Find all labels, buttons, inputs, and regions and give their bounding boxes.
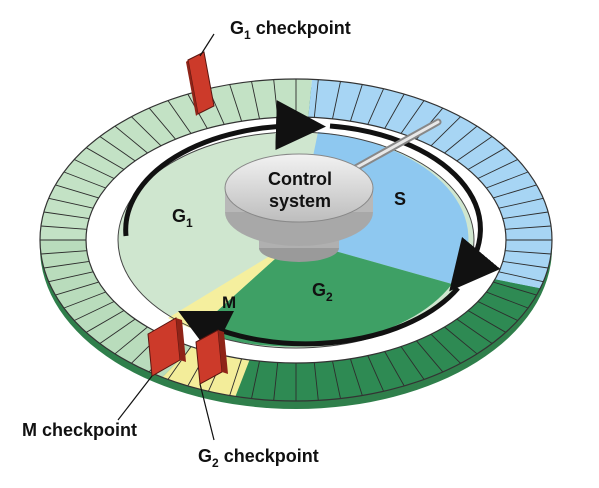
ring-tick — [99, 318, 136, 344]
control-label-line2: system — [269, 191, 331, 211]
ring-tick — [444, 125, 478, 154]
ring-tick — [502, 211, 549, 220]
ring-tick — [48, 271, 94, 283]
cycle-arrows — [123, 100, 501, 356]
ring-tick — [63, 171, 106, 189]
ring-tick — [430, 116, 461, 147]
ring-tick — [486, 291, 529, 309]
ring-ticks — [40, 79, 552, 401]
ring-tick — [63, 291, 106, 309]
ring-tick — [349, 84, 363, 122]
ring-tick — [74, 159, 115, 179]
ring-tick — [86, 147, 125, 170]
ring-tick — [332, 81, 341, 119]
phase-label-m: M — [222, 293, 236, 312]
ring-tick — [400, 346, 425, 380]
ring-tick — [467, 310, 506, 333]
ring-tick — [456, 318, 493, 344]
ring-tick — [114, 326, 148, 355]
g1-checkpoint-label: G1 checkpoint — [230, 18, 351, 42]
ring-tick — [40, 250, 87, 255]
ring-tick — [498, 197, 544, 209]
ring-tick — [505, 250, 552, 255]
ring-tick — [229, 84, 243, 122]
ring-tick — [55, 184, 99, 199]
ring-tick — [384, 93, 405, 129]
ring-tick — [86, 310, 125, 333]
sector-g2 — [196, 240, 452, 347]
ring-tick — [114, 125, 148, 154]
control-label-line1: Control — [268, 169, 332, 189]
ring-tick — [456, 136, 493, 162]
ring-tick — [55, 281, 99, 296]
ring-tick — [444, 326, 478, 355]
ring-tick — [40, 225, 87, 230]
ring-tick — [477, 301, 518, 321]
ring-tick — [99, 136, 136, 162]
ring-tick — [493, 281, 537, 296]
ring-tick — [416, 340, 444, 373]
m-checkpoint-gate — [117, 317, 186, 421]
g2-checkpoint-gate — [195, 329, 228, 441]
ring-tick — [400, 100, 425, 134]
ring-tick — [332, 361, 341, 399]
ring-tick — [486, 171, 529, 189]
g2-checkpoint-label: G2 checkpoint — [198, 446, 319, 470]
g1-checkpoint-gate — [186, 33, 215, 116]
ring-tick — [148, 107, 176, 140]
ring-tick — [48, 197, 94, 209]
ring-tick — [367, 88, 385, 125]
ring-tick — [43, 260, 90, 269]
ring-tick — [229, 358, 243, 396]
ring-tick — [498, 271, 544, 283]
ring-tick — [167, 100, 192, 134]
control-system-hub: Control system — [224, 153, 374, 262]
ring-tick — [477, 159, 518, 179]
ring-tick — [493, 184, 537, 199]
phase-label-g2: G2 — [312, 280, 333, 304]
sector-m — [168, 240, 296, 330]
ring-tick — [430, 333, 461, 364]
ring-tick — [74, 301, 115, 321]
ring-tick — [273, 362, 279, 401]
ring-tick — [313, 362, 319, 401]
ring-tick — [502, 260, 549, 269]
ring-tick — [367, 355, 385, 392]
ring-tick — [505, 225, 552, 230]
phase-label-s: S — [394, 189, 406, 209]
ring-tick — [251, 361, 260, 399]
phase-label-g1: G1 — [172, 206, 193, 230]
m-checkpoint-label: M checkpoint — [22, 420, 137, 440]
ring-tick — [251, 81, 260, 119]
ring-tick — [384, 351, 405, 387]
ring-tick — [349, 358, 363, 396]
ring-tick — [467, 147, 506, 170]
ring-tick — [131, 116, 162, 147]
ring-tick — [43, 211, 90, 220]
